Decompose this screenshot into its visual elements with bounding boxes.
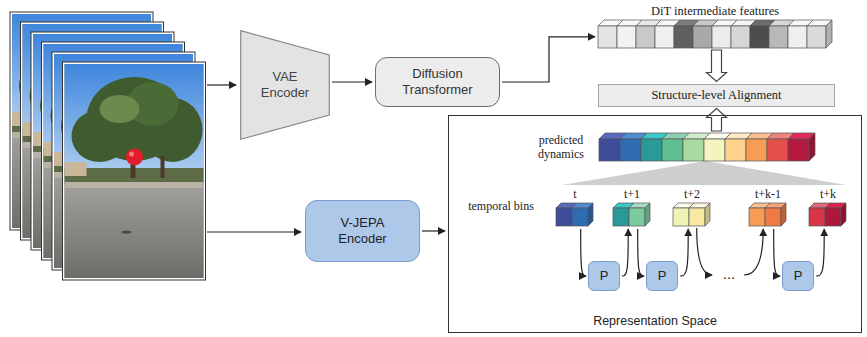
node-heading: predicted dynamics — [531, 133, 591, 161]
node-label: P — [600, 268, 609, 284]
connector-arrow — [422, 230, 445, 231]
feature-cube — [572, 203, 593, 226]
temporal-bin: t+k-1 — [749, 203, 787, 227]
alignment-box: Structure-level Alignment — [598, 84, 835, 107]
temporal-bin: t+2 — [673, 203, 711, 227]
node-label: V-JEPA Encoder — [323, 215, 403, 246]
representation-panel: Representation Spacepredicted dynamicstt… — [448, 115, 862, 333]
cube-strip — [749, 203, 786, 226]
connector-arrow — [707, 109, 727, 132]
connector-arrow — [707, 50, 727, 82]
connector-arrow — [332, 81, 372, 82]
cube-strip — [673, 203, 710, 226]
cube-strip — [809, 203, 846, 226]
feature-cube — [629, 203, 650, 226]
video-frames — [10, 12, 206, 280]
recurrence-arrow — [744, 229, 763, 275]
node-label: Structure-level Alignment — [651, 88, 781, 103]
feature-cube — [788, 133, 815, 161]
ellipsis-label: ... — [716, 267, 742, 281]
input-arrow — [207, 231, 301, 232]
connector-arrow — [622, 229, 628, 276]
connector-arrow — [680, 229, 688, 276]
temporal-bin: t+k — [809, 203, 847, 227]
dynamics-row: predicted dynamics — [599, 133, 815, 161]
encoder-trapezoid: VAE Encoder — [240, 30, 330, 140]
predictor-box: P — [782, 261, 814, 291]
process-box: Diffusion Transformer — [375, 57, 500, 107]
node-heading: DiT intermediate features — [578, 4, 852, 18]
feature-cube — [825, 203, 846, 226]
node-label: P — [658, 268, 667, 284]
connector-arrow — [638, 229, 644, 276]
temporal-bin: t+1 — [613, 203, 651, 227]
node-heading: t+k — [789, 187, 867, 201]
recurrence-arrow — [697, 228, 712, 275]
predictor-box: P — [588, 261, 620, 291]
feature-cube — [689, 203, 710, 226]
node-label: VAE Encoder — [254, 69, 316, 100]
node-heading: t+2 — [653, 187, 731, 201]
cube-strip — [599, 133, 815, 161]
node-heading: t+1 — [593, 187, 671, 201]
node-heading: Representation Space — [449, 314, 861, 329]
connector-arrow — [816, 229, 824, 276]
node-label: Diffusion Transformer — [388, 66, 488, 97]
input-arrow — [207, 84, 236, 85]
cube-strip — [598, 20, 832, 48]
feature-cube — [765, 203, 786, 226]
connector-arrow — [581, 229, 586, 276]
connector-arrow — [502, 37, 595, 82]
video-frame — [63, 62, 206, 280]
axis-label: temporal bins — [466, 199, 536, 213]
cube-strip — [613, 203, 650, 226]
temporal-bin: t — [556, 203, 594, 227]
node-label: P — [794, 268, 803, 284]
connector-arrow — [774, 229, 780, 276]
aggregation-funnel — [562, 161, 846, 185]
frame-photo — [65, 64, 204, 278]
cube-strip — [556, 203, 593, 226]
feature-row: DiT intermediate features — [598, 20, 832, 48]
feature-cube — [807, 20, 832, 48]
predictor-box: P — [646, 261, 678, 291]
node-heading: t+k-1 — [729, 187, 807, 201]
node-heading: t — [536, 187, 614, 201]
encoder-box: V-JEPA Encoder — [305, 200, 420, 262]
